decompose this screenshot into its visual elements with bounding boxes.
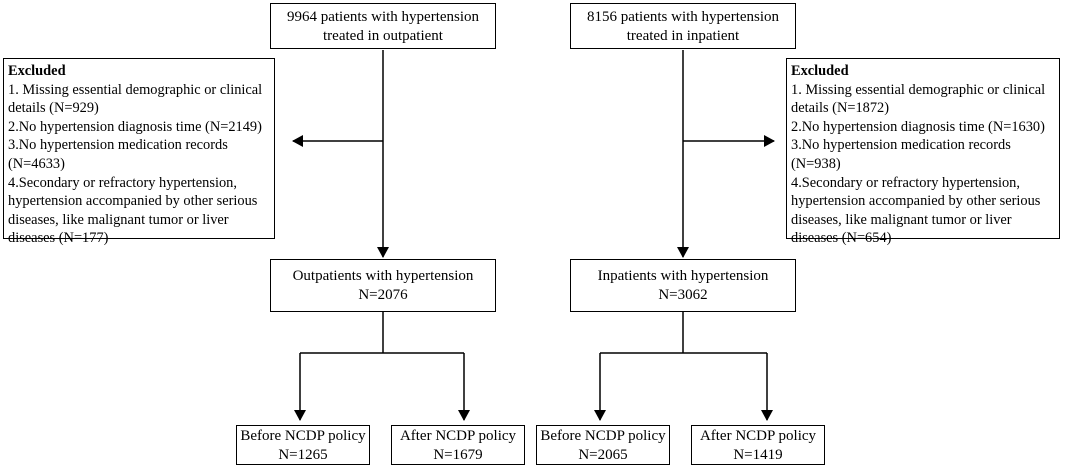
outpatient-source-box: 9964 patients with hypertension treated …: [270, 3, 496, 49]
inpatient-cohort-label: Inpatients with hypertension: [597, 268, 769, 284]
inpatient-cohort-box: Inpatients with hypertension N=3062: [570, 259, 796, 312]
inpatient-before-label: Before NCDP policy: [540, 428, 666, 444]
excluded-right-item: 1. Missing essential demographic or clin…: [791, 81, 1049, 117]
excluded-left-item: 2.No hypertension diagnosis time (N=2149…: [8, 118, 262, 135]
inpatient-before-box: Before NCDP policy N=2065: [536, 425, 670, 465]
inpatient-after-count: N=1419: [733, 447, 783, 463]
outpatient-after-count: N=1679: [433, 447, 483, 463]
outpatient-source-line2: treated in outpatient: [323, 28, 443, 44]
outpatient-before-box: Before NCDP policy N=1265: [236, 425, 370, 465]
outpatient-cohort-box: Outpatients with hypertension N=2076: [270, 259, 496, 312]
excluded-left-item: 4.Secondary or refractory hypertension, …: [8, 174, 261, 247]
inpatient-source-box: 8156 patients with hypertension treated …: [570, 3, 796, 49]
excluded-right-box: Excluded 1. Missing essential demographi…: [786, 58, 1060, 246]
excluded-right-item: 3.No hypertension medication records (N=…: [791, 137, 1015, 172]
outpatient-cohort-label: Outpatients with hypertension: [292, 268, 474, 284]
outpatient-before-count: N=1265: [278, 447, 328, 463]
outpatient-source-line1: 9964 patients with hypertension: [286, 9, 480, 25]
inpatient-source-line1: 8156 patients with hypertension: [586, 9, 780, 25]
excluded-right-title: Excluded: [791, 63, 849, 79]
excluded-left-item: 1. Missing essential demographic or clin…: [8, 81, 266, 117]
inpatient-after-box: After NCDP policy N=1419: [691, 425, 825, 465]
excluded-left-title: Excluded: [8, 63, 66, 79]
excluded-left-box: Excluded 1. Missing essential demographi…: [3, 58, 275, 246]
outpatient-after-box: After NCDP policy N=1679: [391, 425, 525, 465]
inpatient-source-line2: treated in inpatient: [626, 28, 740, 44]
inpatient-cohort-count: N=3062: [658, 287, 708, 303]
excluded-left-item: 3.No hypertension medication records (N=…: [8, 137, 232, 172]
excluded-right-item: 4.Secondary or refractory hypertension, …: [791, 174, 1044, 247]
inpatient-after-label: After NCDP policy: [699, 428, 817, 444]
outpatient-cohort-count: N=2076: [358, 287, 408, 303]
outpatient-before-label: Before NCDP policy: [240, 428, 366, 444]
excluded-right-item: 2.No hypertension diagnosis time (N=1630…: [791, 118, 1045, 135]
inpatient-before-count: N=2065: [578, 447, 628, 463]
outpatient-after-label: After NCDP policy: [399, 428, 517, 444]
